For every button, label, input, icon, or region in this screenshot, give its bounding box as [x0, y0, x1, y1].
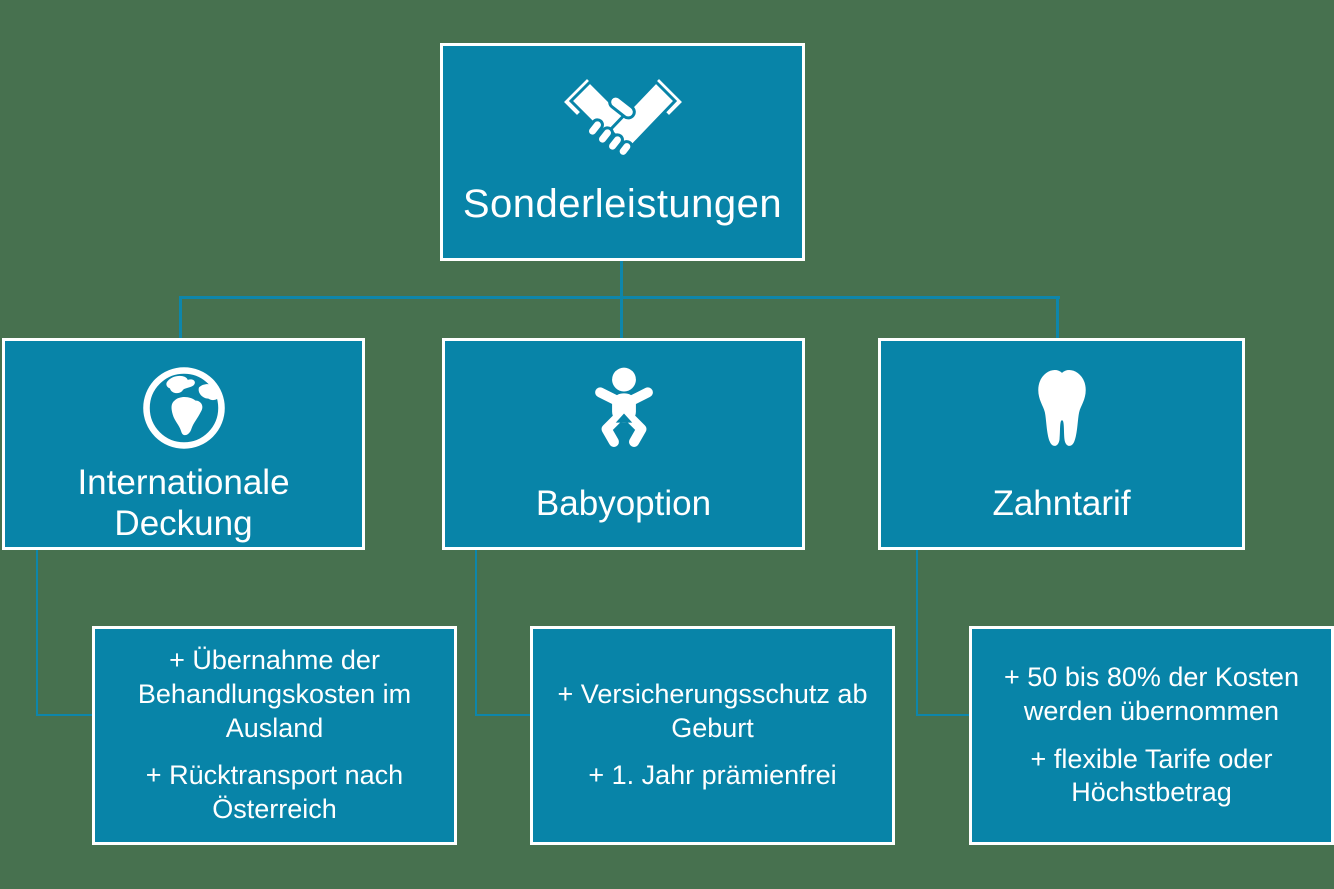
detail-node-zahntarif: + 50 bis 80% der Kosten werden übernomme… [969, 626, 1334, 845]
connector-branch1-horizontal [36, 714, 94, 716]
globe-icon [139, 363, 229, 454]
tooth-icon [1021, 363, 1103, 454]
detail-item: + 50 bis 80% der Kosten werden übernomme… [1004, 662, 1299, 726]
branch-label: Babyoption [535, 483, 712, 523]
connector-branch3-horizontal [916, 714, 971, 716]
root-label: Sonderleistungen [462, 182, 783, 226]
connector-root-stem [620, 260, 623, 298]
detail-item: + flexible Tarife oder Höchstbetrag [1030, 743, 1273, 808]
connector-drop-right [1056, 299, 1059, 338]
branch-label: Internationale Deckung [77, 463, 290, 544]
connector-drop-left [179, 299, 182, 338]
connector-branch3-vertical [916, 550, 918, 716]
detail-item: + Übernahme der Behandlungskosten im Aus… [137, 645, 412, 743]
detail-item: + Versicherungsschutz ab Geburt [557, 678, 868, 743]
detail-item: + 1. Jahr prämienfrei [588, 760, 837, 791]
branch-label: Zahntarif [992, 483, 1131, 523]
handshake-icon [559, 70, 687, 160]
branch-node-zahntarif: Zahntarif [878, 338, 1245, 550]
connector-horizontal-bar [179, 296, 1060, 299]
connector-branch1-vertical [36, 550, 38, 716]
branch-node-babyoption: Babyoption [442, 338, 805, 550]
connector-drop-center [620, 299, 623, 338]
detail-node-babyoption: + Versicherungsschutz ab Geburt + 1. Jah… [530, 626, 895, 845]
root-node-sonderleistungen: Sonderleistungen [440, 43, 805, 261]
connector-branch2-vertical [475, 550, 477, 716]
branch-node-internationale-deckung: Internationale Deckung [2, 338, 365, 550]
detail-node-internationale-deckung: + Übernahme der Behandlungskosten im Aus… [92, 626, 457, 845]
detail-item: + Rücktransport nach Österreich [145, 760, 404, 825]
baby-icon [580, 363, 668, 454]
connector-branch2-horizontal [475, 714, 532, 716]
